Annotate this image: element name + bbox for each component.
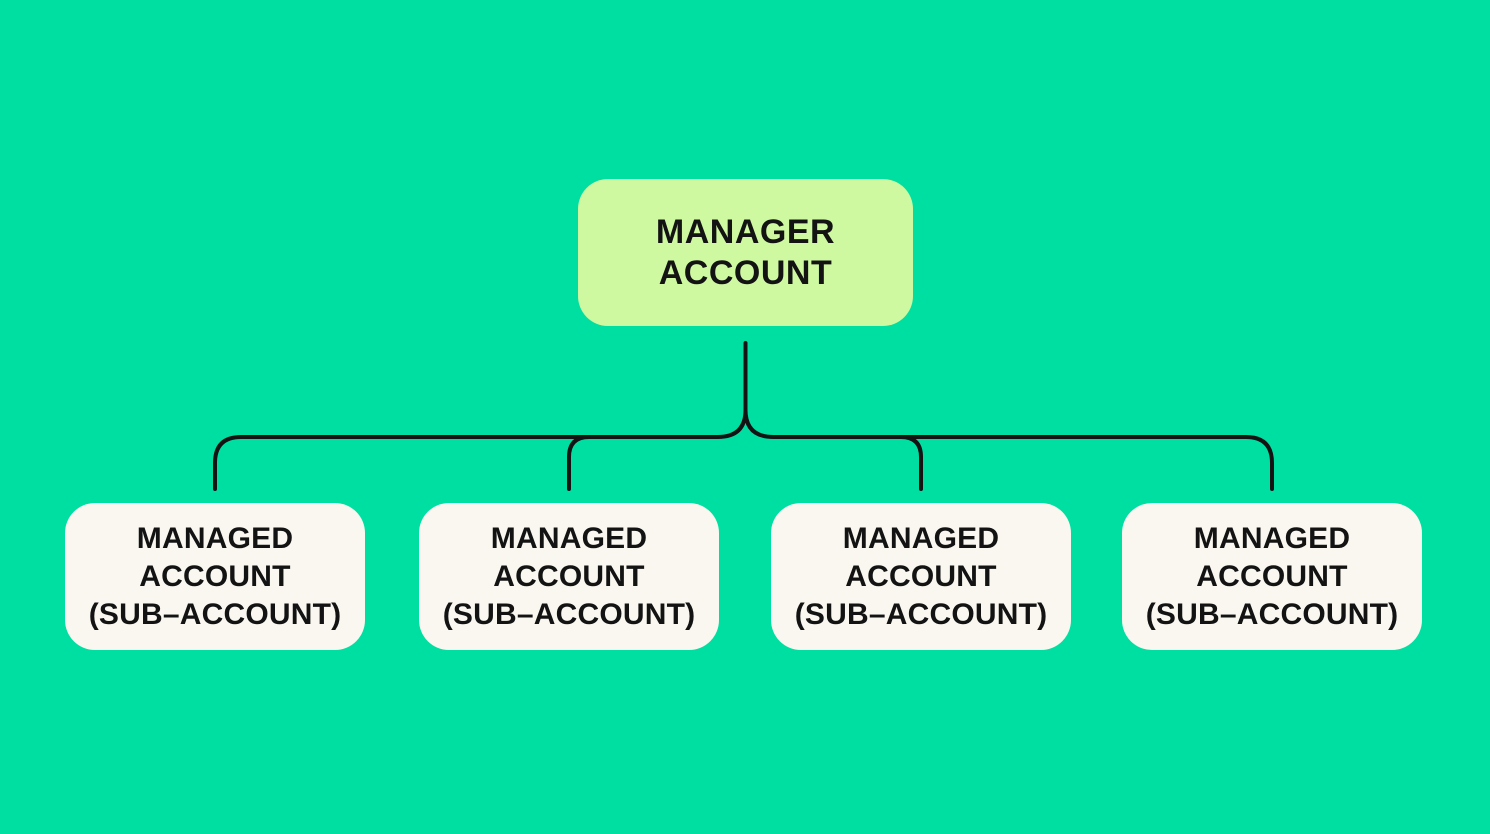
managed-account-label-line: MANAGED [842,521,1000,555]
connector-right-rail [743,408,1274,491]
manager-account-label-line: ACCOUNT [658,253,833,292]
managed-account-label-line: MANAGED [1193,521,1351,555]
managed-account-label-line: ACCOUNT [1196,559,1348,593]
managed-account-label-line: ACCOUNT [493,559,645,593]
manager-account-node: MANAGER ACCOUNT [578,179,913,326]
managed-account-label-line: ACCOUNT [845,559,997,593]
connector-branch-2 [567,435,591,491]
managed-account-label-line: MANAGED [136,521,294,555]
managed-account-node-4: MANAGED ACCOUNT (SUB–ACCOUNT) [1122,503,1422,650]
managed-account-label-line: ACCOUNT [139,559,291,593]
managed-account-label-line: (SUB–ACCOUNT) [1145,597,1399,631]
managed-account-label-line: (SUB–ACCOUNT) [442,597,696,631]
managed-account-label-line: (SUB–ACCOUNT) [88,597,342,631]
connector-branch-3 [899,435,923,491]
managed-account-node-1: MANAGED ACCOUNT (SUB–ACCOUNT) [65,503,365,650]
managed-account-node-2: MANAGED ACCOUNT (SUB–ACCOUNT) [419,503,719,650]
managed-account-label-line: (SUB–ACCOUNT) [794,597,1048,631]
manager-account-label-line: MANAGER [655,212,836,251]
managed-account-node-3: MANAGED ACCOUNT (SUB–ACCOUNT) [771,503,1071,650]
connector-left-rail [213,408,748,491]
managed-account-label-line: MANAGED [490,521,648,555]
